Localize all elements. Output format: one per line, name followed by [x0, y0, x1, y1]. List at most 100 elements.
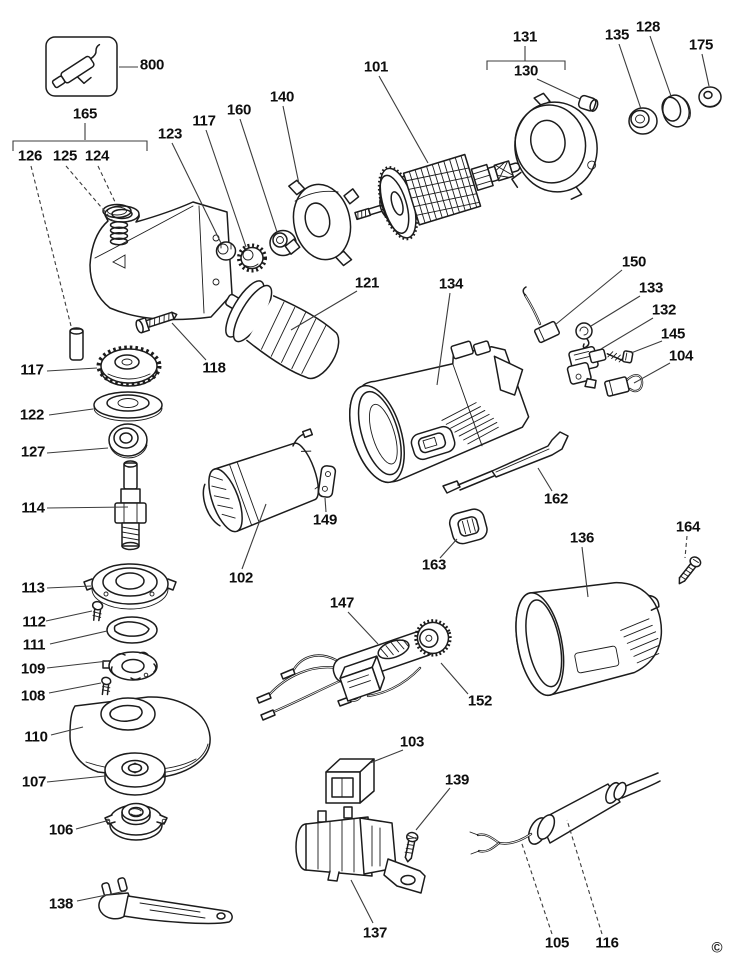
leader-152 [440, 662, 469, 695]
part-label-126: 126 [17, 147, 43, 165]
leader-136 [581, 546, 589, 598]
part-label-134: 134 [438, 275, 464, 293]
leader-147 [347, 611, 379, 645]
leader-140 [282, 105, 300, 185]
leader-133 [590, 295, 641, 327]
part-label-128: 128 [635, 18, 661, 36]
part-label-105: 105 [544, 934, 570, 952]
motor-housing-drawing [349, 340, 530, 484]
leader-162 [537, 467, 553, 492]
rear-cover-drawing [515, 581, 663, 697]
leader-123 [171, 142, 222, 244]
leader-109 [46, 660, 109, 669]
part-label-106: 106 [48, 821, 74, 839]
bearing-127-drawing [108, 423, 148, 459]
armature-drawing [354, 153, 521, 241]
clamp-plate-drawing [102, 651, 158, 681]
dished-washer-drawing [93, 391, 163, 422]
part-label-160: 160 [226, 101, 252, 119]
leader-127 [46, 447, 109, 454]
field-drawing [202, 428, 323, 533]
part-label-162: 162 [543, 490, 569, 508]
leader-110 [50, 726, 84, 736]
screw-164-drawing [678, 556, 702, 585]
leader-105 [520, 840, 553, 935]
part-label-800: 800 [139, 56, 165, 74]
leader-106 [75, 819, 111, 830]
leader-114 [46, 506, 129, 509]
washer-175-drawing [698, 86, 722, 108]
leader-112 [45, 610, 93, 622]
bearing-flange-drawing [83, 563, 177, 610]
part-label-124: 124 [84, 147, 110, 165]
lubricant-box-icon [45, 36, 118, 97]
cord-assembly-drawing [469, 772, 661, 855]
side-handle-drawing [224, 280, 340, 380]
leader-164 [684, 535, 688, 559]
part-label-135: 135 [604, 26, 630, 44]
brush-lead-drawing [522, 286, 561, 344]
leader-137 [350, 879, 374, 924]
leader-139 [415, 787, 451, 831]
crown-gear-drawing [96, 345, 162, 387]
leader-108 [48, 682, 102, 694]
leader-117a [205, 129, 247, 248]
part-label-107: 107 [21, 773, 47, 791]
part-label-101: 101 [363, 58, 389, 76]
wheel-guard-drawing [69, 696, 211, 779]
part-label-137: 137 [362, 924, 388, 942]
leader-104 [633, 362, 671, 384]
part-label-132: 132 [651, 301, 677, 319]
switch-housing-drawing [295, 806, 426, 894]
brush-holder-drawing [566, 345, 607, 389]
part-label-110: 110 [24, 728, 48, 746]
leader-113 [46, 585, 92, 589]
cap-plug-drawing [577, 94, 599, 112]
screw-118-drawing [135, 311, 178, 334]
part-label-133: 133 [638, 279, 664, 297]
brush-104-drawing [604, 374, 644, 397]
part-label-150: 150 [621, 253, 647, 271]
part-label-117-gear: 117 [20, 361, 44, 379]
bracket-149-drawing [317, 465, 337, 498]
part-label-122: 122 [19, 406, 45, 424]
retaining-ring-drawing [661, 94, 691, 128]
leader-160 [239, 118, 278, 233]
leader-132 [600, 317, 654, 350]
clamp-nut-drawing [104, 802, 168, 841]
part-label-117-pinion: 117 [192, 112, 216, 130]
part-label-175: 175 [688, 36, 714, 54]
part-label-164: 164 [675, 518, 701, 536]
bracket-131 [486, 46, 566, 70]
leader-111 [49, 630, 108, 645]
part-label-130: 130 [513, 62, 539, 80]
leader-135 [618, 43, 642, 110]
leader-150 [554, 269, 623, 326]
clamp-washer-drawing [284, 179, 360, 267]
leader-138 [76, 890, 127, 902]
leader-116 [566, 819, 603, 935]
lock-rod-drawing [442, 431, 569, 494]
part-label-140: 140 [269, 88, 295, 106]
leader-103 [369, 749, 404, 764]
leader-124 [97, 165, 117, 205]
leader-130 [536, 78, 581, 100]
brush-spring-drawing [575, 322, 593, 349]
part-label-123: 123 [157, 125, 183, 143]
seal-ring-drawing [106, 616, 158, 644]
leader-128 [649, 35, 672, 97]
part-label-152: 152 [467, 692, 493, 710]
leader-lines [12, 35, 710, 935]
part-label-114: 114 [21, 499, 45, 517]
spindle-drawing [114, 460, 147, 551]
part-label-118: 118 [202, 359, 226, 377]
leader-117b [46, 367, 98, 372]
copyright-mark: © [711, 939, 723, 957]
switch-module-drawing [256, 619, 452, 721]
part-label-136: 136 [569, 529, 595, 547]
part-label-103: 103 [399, 733, 425, 751]
pinion-nut-drawing [215, 241, 237, 261]
part-label-104: 104 [668, 347, 694, 365]
